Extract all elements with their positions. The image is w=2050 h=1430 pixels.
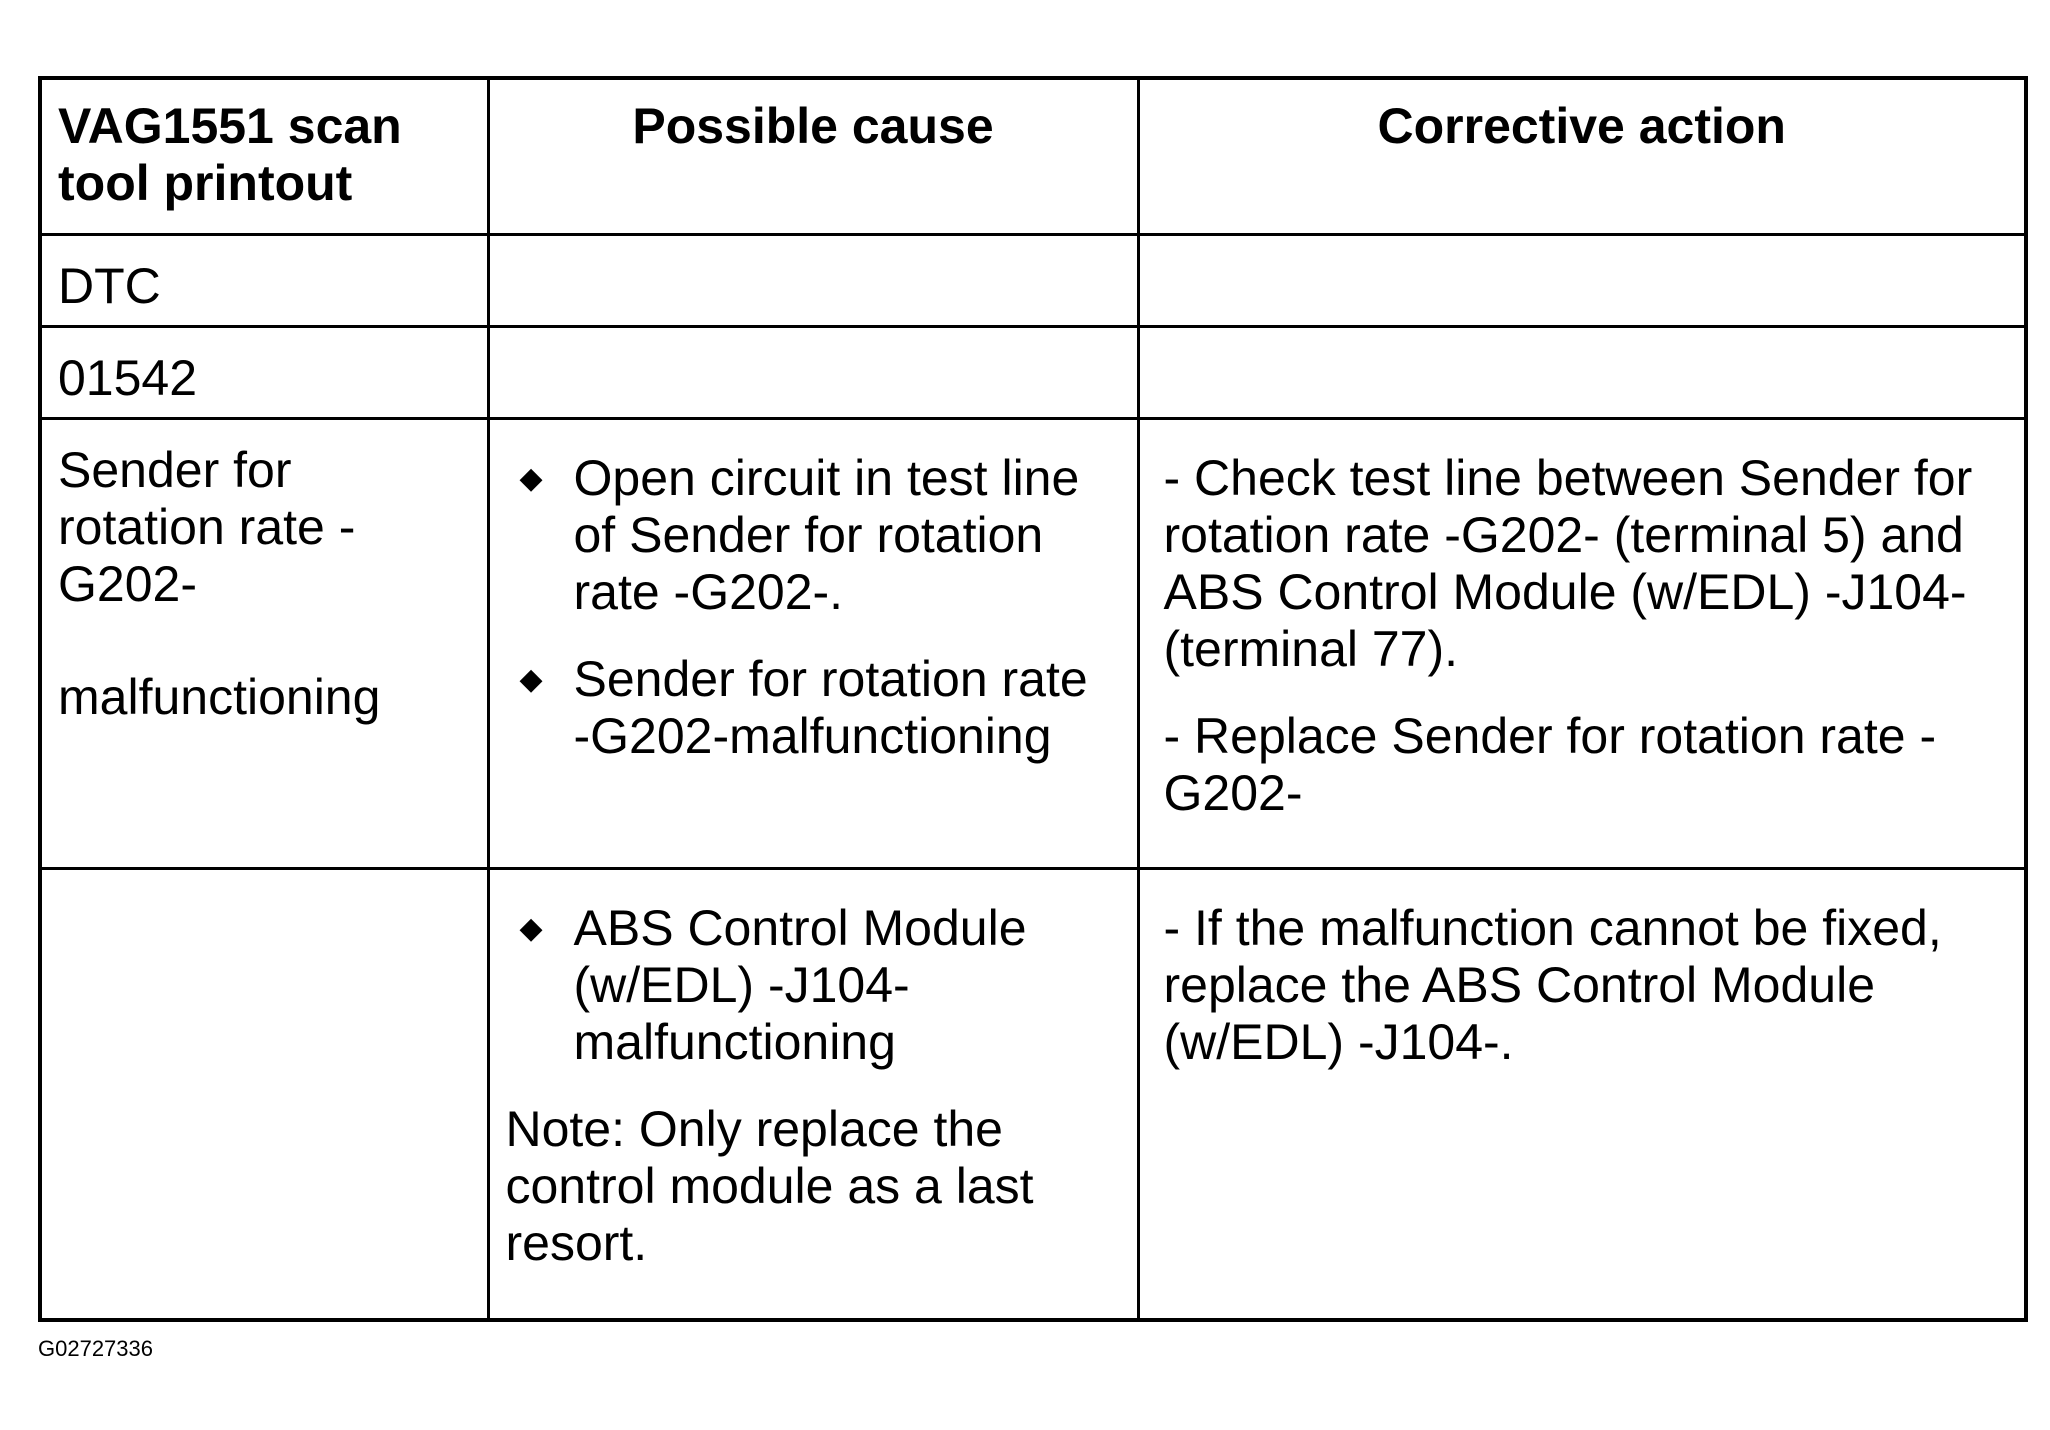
module-action-cell: - If the malfunction cannot be fixed, re… — [1136, 866, 2028, 1322]
empty-cell — [1136, 324, 2028, 420]
note-text: Note: Only replace the control module as… — [505, 1100, 1034, 1271]
figure-id: G02727336 — [38, 1336, 153, 1361]
cause-text: Sender for rotation rate -G202-malfuncti… — [573, 650, 1088, 764]
causes-cell: ◆ Open circuit in test line of Sender fo… — [486, 416, 1140, 870]
header-scan-tool-printout: VAG1551 scan tool printout — [38, 76, 490, 236]
actions-cell: - Check test line between Sender for rot… — [1136, 416, 2028, 870]
empty-cell — [38, 866, 490, 1322]
module-action-text: - If the malfunction cannot be fixed, re… — [1163, 899, 1942, 1070]
sender-fault-row: Sender for rotation rate -G202- malfunct… — [38, 416, 2028, 870]
header-corrective-action: Corrective action — [1136, 76, 2028, 236]
dtc-code: 01542 — [38, 324, 490, 420]
action-text: - Check test line between Sender for rot… — [1163, 449, 1973, 677]
module-fault-row: ◆ ABS Control Module (w/EDL) -J104- malf… — [38, 866, 2028, 1322]
diamond-bullet-icon: ◆ — [519, 461, 543, 495]
diamond-bullet-icon: ◆ — [519, 911, 543, 945]
dtc-code-row: 01542 — [38, 324, 2028, 420]
module-cause-text: ABS Control Module (w/EDL) -J104- malfun… — [573, 899, 1027, 1070]
symptom-status: malfunctioning — [58, 668, 381, 725]
header-possible-cause: Possible cause — [486, 76, 1140, 236]
dtc-label-row: DTC — [38, 232, 2028, 328]
symptom-cell: Sender for rotation rate -G202- malfunct… — [38, 416, 490, 870]
empty-cell — [486, 324, 1140, 420]
header-row: VAG1551 scan tool printout Possible caus… — [38, 76, 2028, 236]
empty-cell — [1136, 232, 2028, 328]
module-cause-cell: ◆ ABS Control Module (w/EDL) -J104- malf… — [486, 866, 1140, 1322]
cause-text: Open circuit in test line of Sender for … — [573, 449, 1080, 620]
action-text: - Replace Sender for rotation rate -G202… — [1163, 707, 1937, 821]
cause-item: ◆ Sender for rotation rate -G202-malfunc… — [520, 651, 1117, 765]
dtc-label: DTC — [38, 232, 490, 328]
cause-item: ◆ ABS Control Module (w/EDL) -J104- malf… — [520, 900, 1117, 1071]
symptom-text: Sender for rotation rate -G202- — [58, 441, 356, 612]
empty-cell — [486, 232, 1140, 328]
diamond-bullet-icon: ◆ — [519, 662, 543, 696]
diagnostic-table: VAG1551 scan tool printout Possible caus… — [38, 76, 2028, 1322]
cause-item: ◆ Open circuit in test line of Sender fo… — [520, 450, 1117, 621]
